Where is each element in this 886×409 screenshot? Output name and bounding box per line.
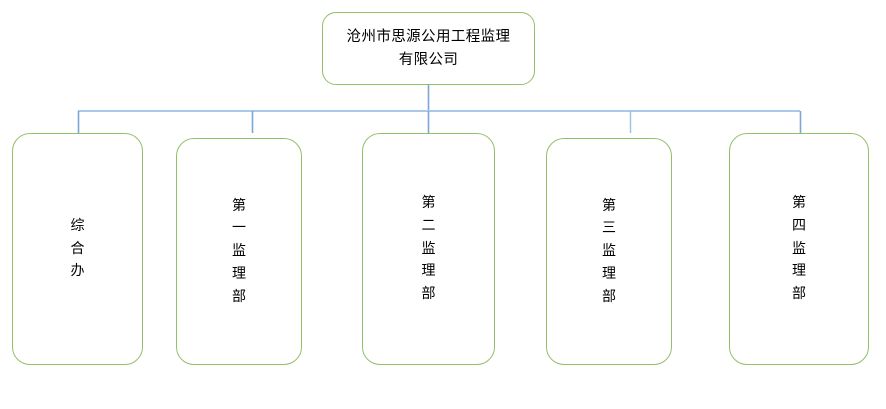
node-jianli-bu-2-label: 第 二 监 理 部 xyxy=(421,195,436,302)
node-jianli-bu-4-label: 第 四 监 理 部 xyxy=(792,195,806,302)
node-root-label: 沧州市思源公用工程监理 有限公司 xyxy=(346,29,511,68)
node-jianli-bu-4[interactable]: 第 四 监 理 部 xyxy=(729,133,869,365)
node-jianli-bu-1-label: 第 一 监 理 部 xyxy=(232,197,246,305)
node-jianli-bu-2[interactable]: 第 二 监 理 部 xyxy=(362,133,495,365)
node-jianli-bu-3[interactable]: 第 三 监 理 部 xyxy=(546,138,672,365)
node-jianli-bu-1[interactable]: 第 一 监 理 部 xyxy=(176,138,302,365)
node-zonghe-ban[interactable]: 综 合 办 xyxy=(12,133,143,365)
node-root[interactable]: 沧州市思源公用工程监理 有限公司 xyxy=(322,12,535,85)
node-zonghe-ban-label: 综 合 办 xyxy=(70,217,85,280)
node-jianli-bu-3-label: 第 三 监 理 部 xyxy=(602,197,616,305)
